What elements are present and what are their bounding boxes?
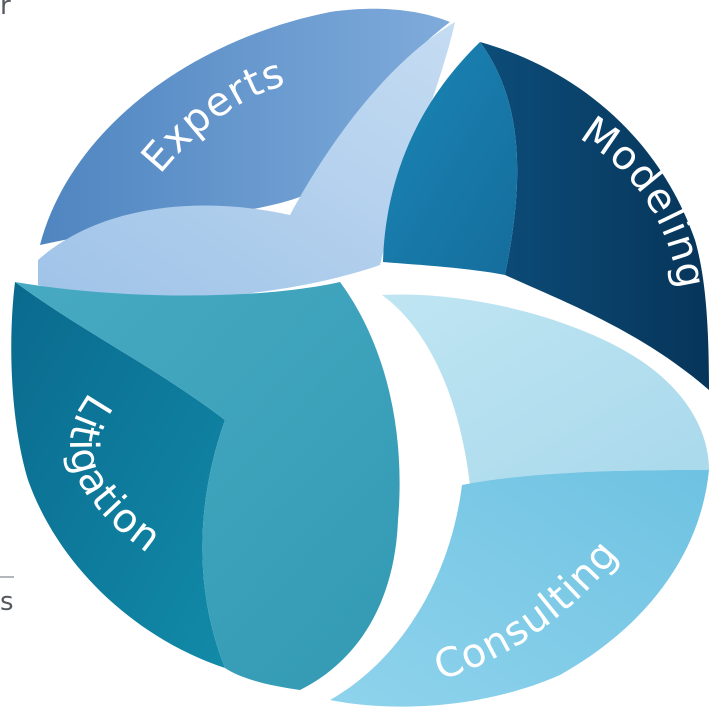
modeling-back-fold xyxy=(480,42,709,390)
segment-litigation: Litigation xyxy=(11,282,400,690)
experts-back-fold xyxy=(40,8,450,246)
modeling-front-fold xyxy=(383,42,518,275)
consulting-back-fold xyxy=(330,470,709,707)
segment-modeling: Modeling xyxy=(383,42,709,390)
segment-consulting: Consulting xyxy=(330,294,709,707)
litigation-front-fold xyxy=(15,282,400,690)
edge-text-bottom-left: s xyxy=(0,587,14,617)
edge-text-top-left: r xyxy=(0,0,11,21)
segment-experts: Experts xyxy=(38,8,455,299)
litigation-back-fold xyxy=(11,282,226,668)
experts-front-fold xyxy=(38,22,455,299)
consulting-front-fold xyxy=(382,294,709,485)
